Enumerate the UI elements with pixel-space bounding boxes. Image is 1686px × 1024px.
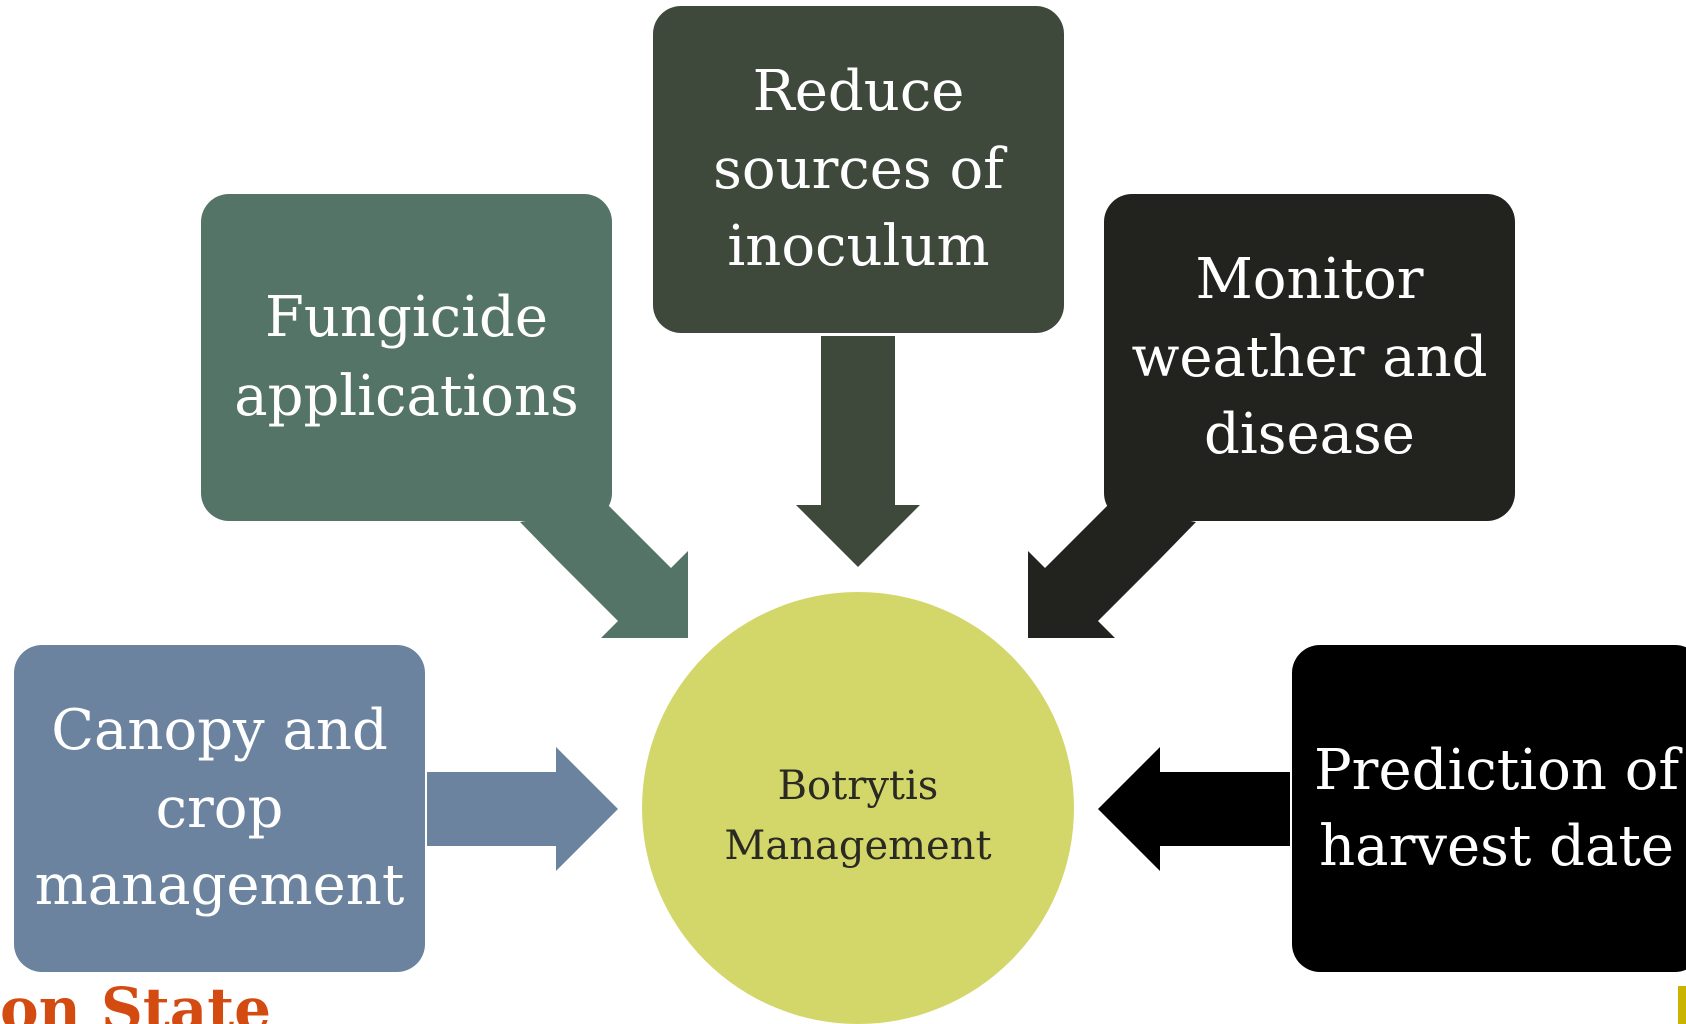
box-canopy-label: Canopy and crop management (34, 697, 405, 919)
box-prediction-label: Prediction of harvest date (1314, 737, 1680, 879)
arrow-canopy-to-center (427, 747, 618, 871)
box-prediction-harvest-date: Prediction of harvest date (1292, 645, 1686, 972)
box-reduce-inoculum: Reduce sources of inoculum (653, 6, 1064, 333)
box-monitor-weather-disease: Monitor weather and disease (1104, 194, 1515, 521)
footer-institution-text: on State (0, 975, 271, 1024)
center-label: Botrytis Management (724, 763, 992, 869)
box-monitor-label: Monitor weather and disease (1131, 246, 1488, 468)
arrow-fungicide-to-center (520, 506, 688, 638)
botrytis-management-circle: Botrytis Management (642, 592, 1074, 1024)
box-fungicide-label: Fungicide applications (234, 285, 579, 429)
arrow-prediction-to-center (1098, 747, 1290, 871)
arrow-monitor-to-center (1028, 506, 1196, 638)
arrow-inoculum-to-center (796, 336, 920, 567)
corner-logo-fragment (1678, 986, 1686, 1024)
box-canopy-crop-management: Canopy and crop management (14, 645, 425, 972)
box-fungicide-applications: Fungicide applications (201, 194, 612, 521)
box-inoculum-label: Reduce sources of inoculum (713, 58, 1004, 280)
